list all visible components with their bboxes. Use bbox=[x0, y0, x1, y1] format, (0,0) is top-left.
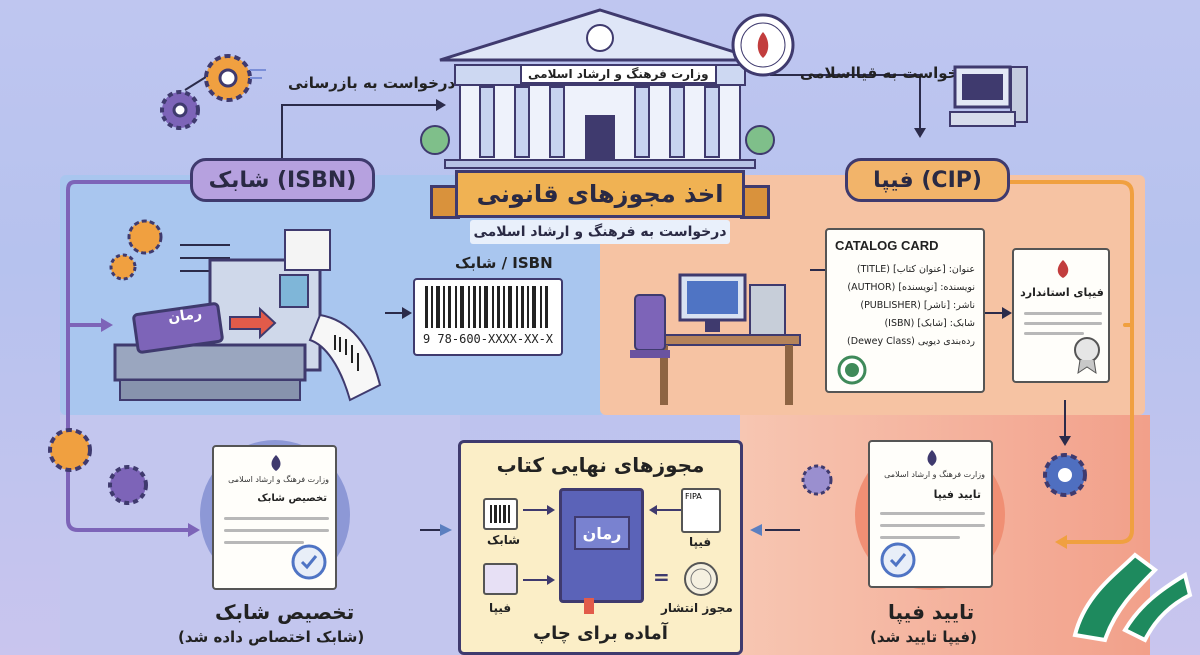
main-banner: اخذ مجوزهای قانونی bbox=[455, 170, 745, 218]
fipa-mini-tag: FIPA bbox=[685, 492, 702, 501]
isbn-caption: تخصیص شابک bbox=[215, 600, 355, 624]
computer-icon bbox=[949, 65, 1028, 127]
cip-right-connector bbox=[1008, 180, 1134, 544]
fipa-approval-doc: وزارت فرهنگ و ارشاد اسلامی تایید فیپا bbox=[868, 440, 993, 588]
seal-icon bbox=[291, 544, 327, 580]
doc-header: وزارت فرهنگ و ارشاد اسلامی bbox=[228, 475, 329, 484]
emblem-icon bbox=[1057, 260, 1069, 278]
right-request-label: درخواست به قیااسلامی bbox=[800, 64, 975, 82]
logo-icon bbox=[1072, 552, 1193, 643]
final-title: مجوزهای نهایی کتاب bbox=[496, 453, 705, 477]
final-permits-box: مجوزهای نهایی کتاب رمان شابک فیپا FIPA ف… bbox=[458, 440, 743, 655]
doc-title: تخصیص شابک bbox=[257, 493, 327, 504]
fipa-caption-sub: (فیپا تایید شد) bbox=[870, 628, 977, 646]
barcode-card: 9 78-600-XXXX-XX-X bbox=[413, 278, 563, 356]
equals-sign: = bbox=[653, 565, 670, 589]
arrow-icon bbox=[523, 505, 555, 515]
arrow-icon bbox=[649, 505, 681, 515]
gear-icon bbox=[801, 464, 833, 496]
isbn-allotment-doc: وزارت فرهنگ و ارشاد اسلامی تخصیص شابک bbox=[212, 445, 337, 590]
cip-title-pill: فیپا (CIP) bbox=[845, 158, 1010, 202]
fipa-caption: تایید فیپا bbox=[888, 600, 975, 624]
standard-fipa-doc: فیپای استاندارد bbox=[1012, 248, 1110, 383]
catalog-line: ناشر: [ناشر] (PUBLISHER) bbox=[860, 300, 975, 311]
fipa-mini-card: FIPA bbox=[681, 488, 721, 533]
isbn-caption-sub: (شابک اختصاص داده شد) bbox=[178, 628, 365, 646]
seal-icon bbox=[684, 562, 718, 596]
left-request-label: درخواست به بازرسانی bbox=[288, 74, 456, 92]
ready-label: آماده برای چاپ bbox=[533, 623, 668, 644]
barcode-label: شابک / ISBN bbox=[455, 254, 553, 272]
isbn-title-pill: شابک (ISBN) bbox=[190, 158, 375, 202]
barcode-icon bbox=[425, 286, 548, 328]
catalog-line: نویسنده: [نویسنده] (AUTHOR) bbox=[847, 282, 975, 293]
gear-icon bbox=[109, 219, 163, 281]
desk-icon bbox=[630, 273, 801, 405]
gear-icon bbox=[160, 54, 266, 130]
barcode-number: 9 78-600-XXXX-XX-X bbox=[422, 332, 554, 346]
book-title: رمان bbox=[574, 516, 630, 550]
catalog-line: رده‌بندی دیویی (Dewey Class) bbox=[847, 336, 975, 347]
catalog-card: CATALOG CARD عنوان: [عنوان کتاب] (TITLE)… bbox=[825, 228, 985, 393]
catalog-card-heading: CATALOG CARD bbox=[835, 238, 939, 253]
emblem-icon bbox=[271, 455, 281, 471]
fipa-mini-label-left: فیپا bbox=[489, 601, 512, 615]
doc-header: وزارت فرهنگ و ارشاد اسلامی bbox=[884, 470, 985, 479]
printer-machine-icon bbox=[113, 229, 382, 402]
fipa-mini-label-right: فیپا bbox=[689, 535, 712, 549]
arrow-icon bbox=[523, 575, 555, 585]
isbn-left-connector bbox=[66, 180, 197, 532]
ministry-building-label: وزارت فرهنگ و ارشاد اسلامی bbox=[520, 64, 717, 84]
emblem-icon bbox=[927, 450, 937, 466]
seal-icon bbox=[1074, 337, 1100, 375]
catalog-line: عنوان: [عنوان کتاب] (TITLE) bbox=[856, 264, 975, 275]
publish-label: مجوز انتشار bbox=[661, 601, 733, 615]
banner-subtitle: درخواست به فرهنگ و ارشاد اسلامی bbox=[470, 220, 730, 244]
fipa-mini-card-left bbox=[483, 563, 518, 595]
gear-icon bbox=[1043, 453, 1087, 497]
emblem-icon bbox=[731, 13, 795, 77]
book-icon: رمان bbox=[559, 488, 644, 614]
isbn-mini-card bbox=[483, 498, 518, 530]
isbn-mini-label: شابک bbox=[487, 533, 521, 547]
target-icon bbox=[837, 355, 867, 385]
doc-title: تایید فیپا bbox=[933, 488, 981, 501]
standard-fipa-label: فیپای استاندارد bbox=[1020, 286, 1104, 299]
catalog-line: شابک: [شابک] (ISBN) bbox=[884, 318, 975, 329]
seal-icon bbox=[880, 542, 916, 578]
gear-icon bbox=[48, 428, 148, 505]
